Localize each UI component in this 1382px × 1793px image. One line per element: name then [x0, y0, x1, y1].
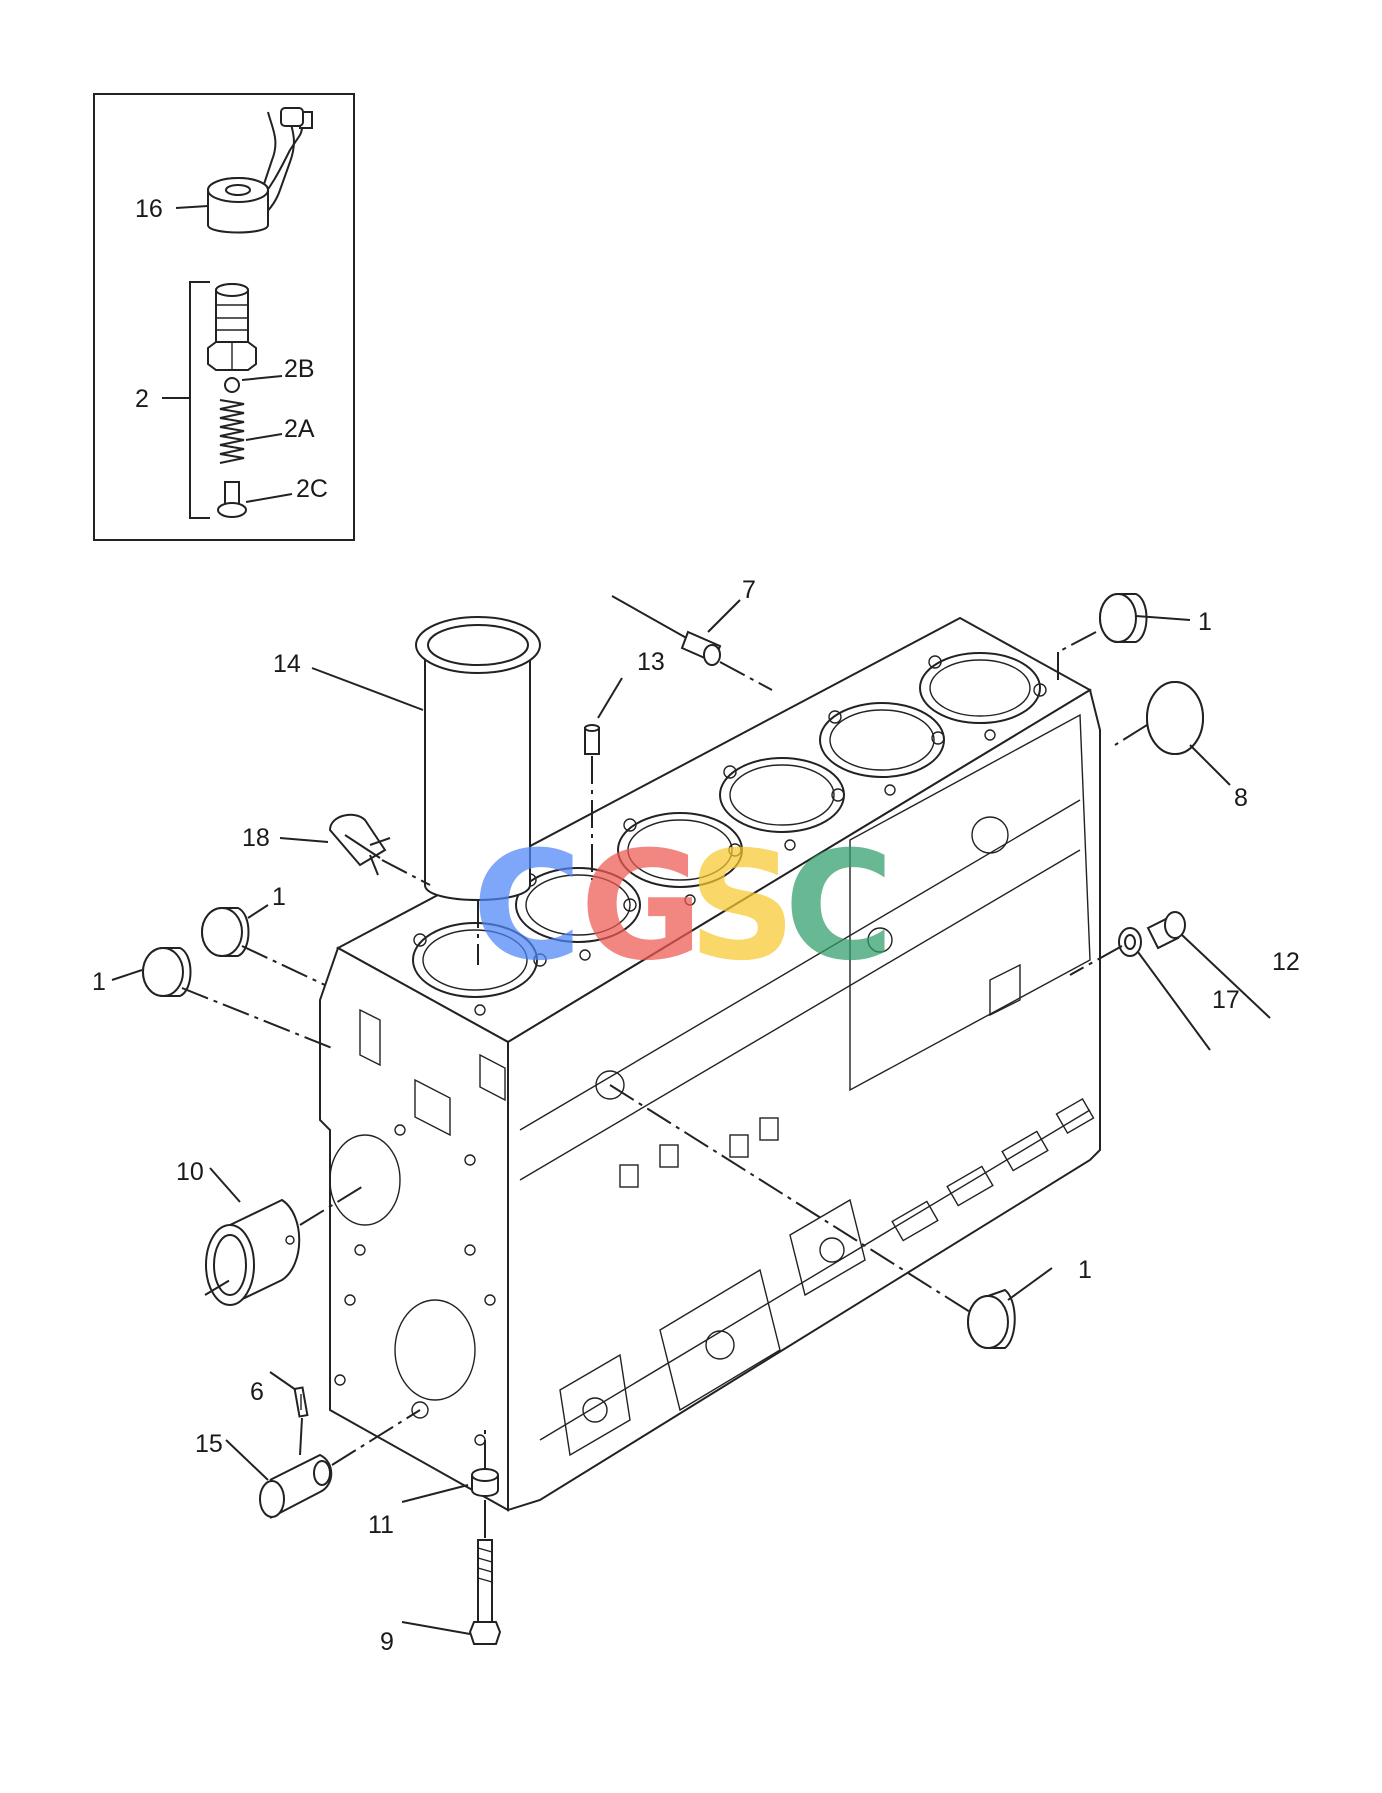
- part-6-pin: [293, 1386, 309, 1418]
- inset-box: [93, 93, 355, 541]
- part-2b-ball: [224, 377, 240, 393]
- label-16: 16: [135, 195, 163, 223]
- label-17: 17: [1212, 986, 1240, 1014]
- label-18: 18: [242, 824, 270, 852]
- label-1-top: 1: [1198, 608, 1212, 636]
- label-2: 2: [135, 385, 149, 413]
- label-10: 10: [176, 1158, 204, 1186]
- part-2-bracket: [189, 281, 210, 519]
- part-11-washer: [471, 1468, 499, 1497]
- label-13: 13: [637, 648, 665, 676]
- label-7: 7: [742, 576, 756, 604]
- block-front-face: [319, 946, 509, 1512]
- label-8: 8: [1234, 784, 1248, 812]
- part-1-plug-left-b: [142, 947, 192, 997]
- part-2-valve-body: [207, 283, 257, 371]
- label-15: 15: [195, 1430, 223, 1458]
- label-1-left-b: 1: [92, 968, 106, 996]
- part-1-plug-right: [967, 1288, 1016, 1349]
- cylinder-bore-5: [819, 702, 945, 778]
- watermark: C G S C: [472, 820, 894, 994]
- cylinder-bore-1: [412, 922, 538, 998]
- crank-bore-hole: [394, 1299, 476, 1401]
- leader-lines: [111, 599, 1271, 1635]
- part-14-cylinder-liner: [415, 616, 541, 901]
- inset-frame: [93, 93, 355, 541]
- part-15-sleeve: [259, 1453, 333, 1519]
- label-2a: 2A: [284, 415, 315, 443]
- label-11: 11: [368, 1511, 394, 1539]
- part-17-washer: [1118, 927, 1142, 957]
- cylinder-bore-6: [919, 652, 1041, 724]
- part-labels: 16 2 2B 2A 2C 7 13 14 1 8 18 1 1 12 17 1…: [92, 195, 1300, 1656]
- label-1-right: 1: [1078, 1256, 1092, 1284]
- label-1-left-a: 1: [272, 883, 286, 911]
- block-front-details: [329, 1008, 506, 1446]
- part-8-large-plug: [1146, 681, 1204, 755]
- watermark-letter-1: C: [472, 820, 582, 994]
- part-2c-plunger: [217, 481, 247, 518]
- block-side-details: [519, 713, 1095, 1457]
- part-13-dowel: [584, 724, 600, 755]
- label-9: 9: [380, 1628, 394, 1656]
- label-14: 14: [273, 650, 301, 678]
- deck-bolt-holes: [413, 655, 1047, 1016]
- label-2b: 2B: [284, 355, 315, 383]
- part-2a-spring: [219, 399, 245, 464]
- label-2c: 2C: [296, 475, 328, 503]
- part-7-sensor-rod: [611, 595, 722, 666]
- cylinder-bore-3: [617, 812, 743, 888]
- label-12: 12: [1272, 948, 1300, 976]
- watermark-letter-2: G: [580, 820, 703, 994]
- watermark-letter-3: S: [688, 820, 796, 994]
- engine-block: [319, 616, 1101, 1512]
- block-side-face: [507, 688, 1101, 1512]
- front-bore-hole: [329, 1134, 401, 1226]
- cylinder-bore-2: [515, 867, 641, 943]
- watermark-letter-4: C: [784, 820, 894, 994]
- part-10-bushing: [205, 1198, 301, 1306]
- part-16-oil-pipe: [207, 107, 313, 234]
- part-12-drain-plug: [1146, 911, 1186, 950]
- part-18-breather: [328, 813, 391, 876]
- part-1-plug-left-a: [201, 907, 250, 957]
- part-9-bolt: [468, 1539, 502, 1645]
- label-6: 6: [250, 1378, 264, 1406]
- part-1-plug-top: [1099, 593, 1148, 643]
